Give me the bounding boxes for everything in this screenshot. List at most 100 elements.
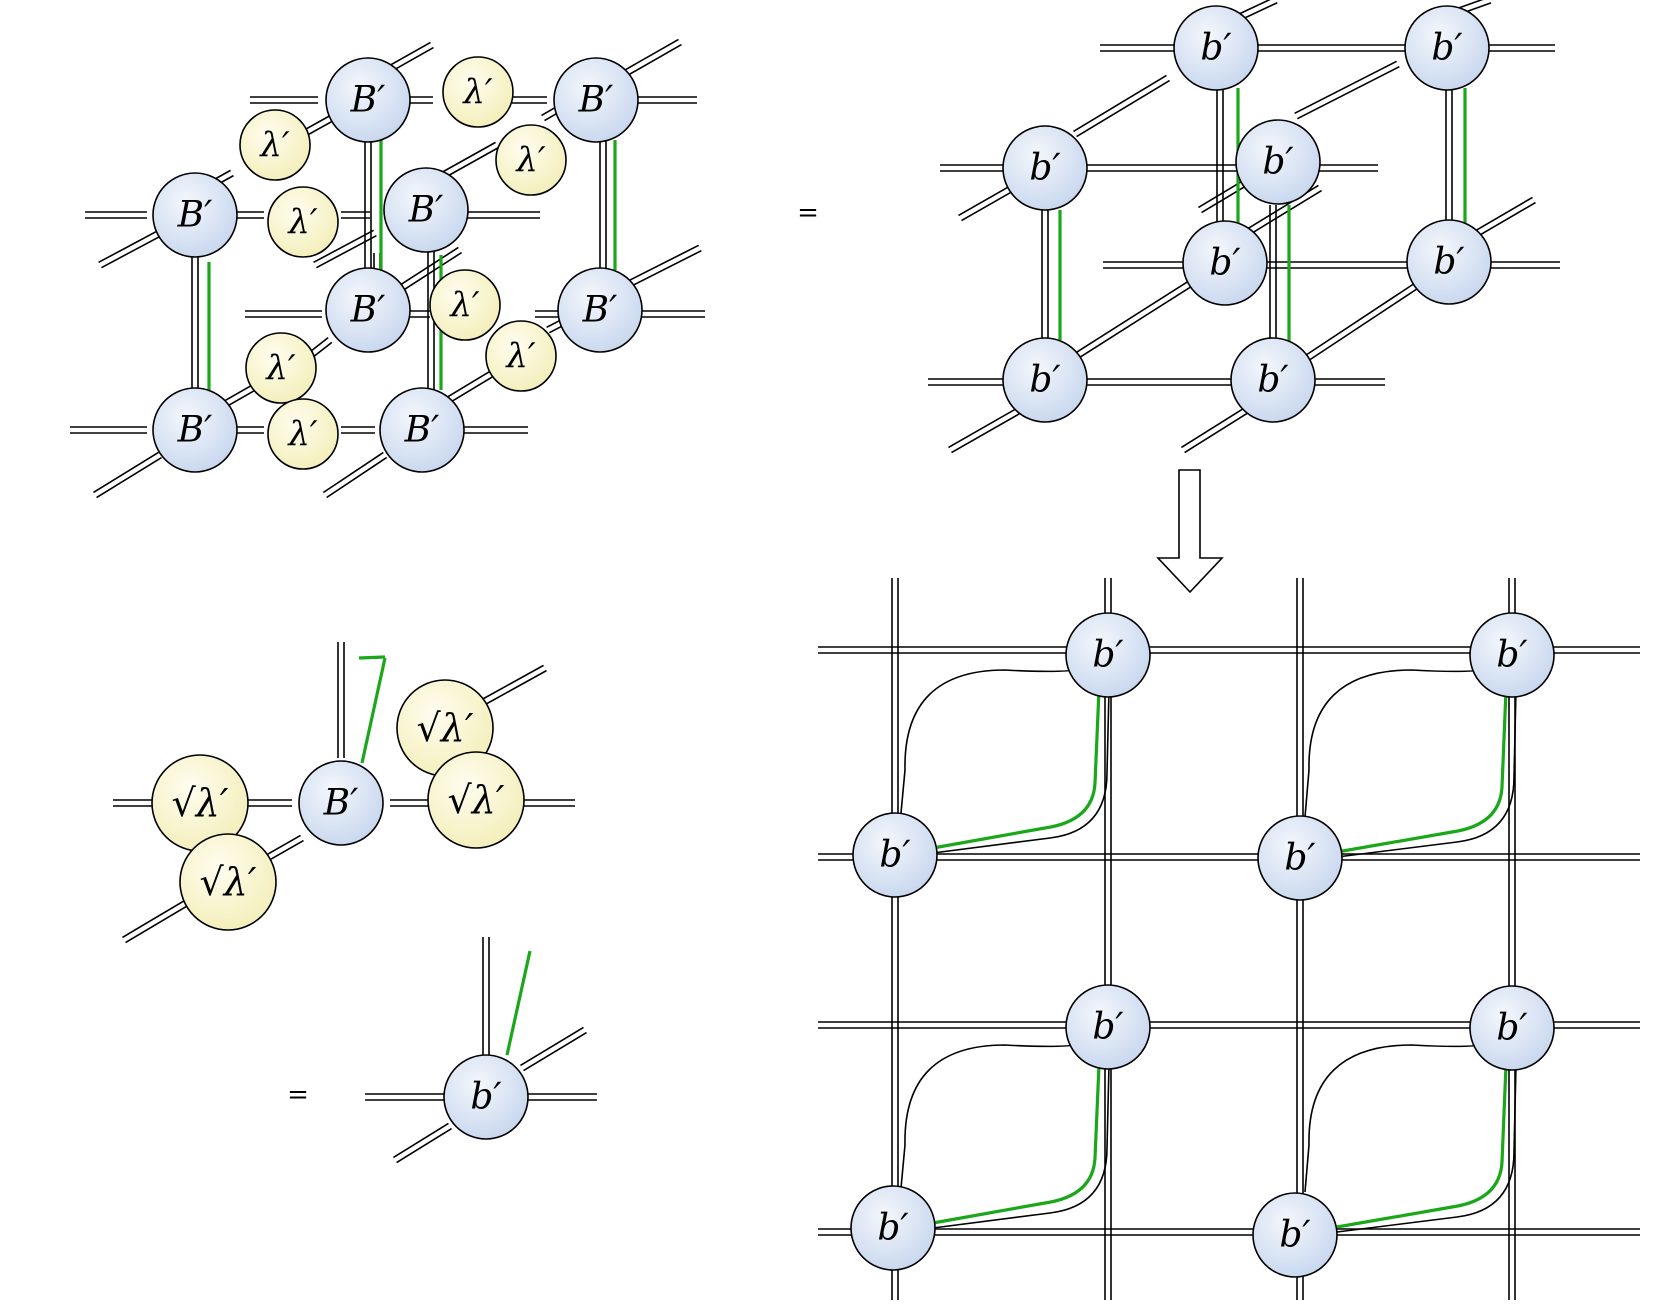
node-b-prime: b′ [1469,985,1555,1071]
node-lambda-prime-label: λ′ [258,125,290,165]
node-b-prime-label: b′ [1284,838,1315,879]
node-B-prime-label: B′ [582,290,618,331]
bond-line [96,456,162,499]
bond-line [1296,65,1400,120]
node-b-prime-label: b′ [1431,28,1462,69]
bond-line [1076,79,1170,138]
node-b-prime-circle [1469,612,1555,698]
node-b-prime: b′ [443,1054,529,1140]
node-b-prime: b′ [1065,984,1151,1070]
physical-leg [358,655,386,660]
node-b-prime-label: b′ [1262,142,1293,183]
node-lambda-prime: λ′ [267,186,339,258]
bond-line [932,689,1110,854]
node-b-prime: b′ [1406,219,1492,305]
physical-leg [360,657,387,764]
equals-sign-bottom: = [287,1080,309,1110]
node-b-prime-circle [1404,5,1490,91]
node-sqrt-lambda-prime: √λ′ [179,833,277,931]
node-lambda-prime: λ′ [429,269,501,341]
bond-line [1336,1064,1517,1233]
node-b-prime-label: b′ [1092,1007,1123,1048]
node-b-prime: b′ [1002,125,1088,211]
node-sqrt-lambda-prime-circle [427,751,525,849]
tensor-nodes: B′B′B′B′B′B′B′B′λ′λ′λ′λ′λ′λ′λ′λ′b′b′b′b′… [151,5,1555,1278]
node-lambda-prime-label: λ′ [286,202,318,242]
node-lambda-prime-circle [267,398,339,470]
node-sqrt-lambda-prime-label: √λ′ [200,860,257,904]
node-B-prime: B′ [379,387,465,473]
node-lambda-prime-label: λ′ [286,414,318,454]
physical-leg [932,1064,1101,1225]
node-b-prime-circle [1173,5,1259,91]
bond-line [478,664,544,703]
node-b-prime-circle [1182,220,1268,306]
bond-line [1071,281,1199,364]
node-lambda-prime: λ′ [442,56,514,128]
bond-line [396,1127,452,1164]
bond-line [1180,404,1249,449]
node-B-prime: B′ [383,167,469,253]
bond-line [1301,278,1421,359]
node-b-prime-circle [1002,337,1088,423]
node-B-prime-circle [553,57,639,143]
operators: = = [287,198,1224,1110]
node-b-prime-circle [443,1054,529,1140]
physical-leg [1336,1064,1508,1229]
bond-line [958,182,1015,217]
bond-line [322,451,384,494]
node-B-prime-circle [298,760,384,846]
node-b-prime: b′ [850,1185,936,1271]
bond-line [1294,60,1398,115]
node-b-prime-circle [1406,219,1492,305]
bond-line [948,406,1019,449]
node-lambda-prime-label: λ′ [264,348,296,388]
bond-line [122,898,187,939]
bond-line [520,1026,584,1067]
node-b-prime: b′ [1065,612,1151,698]
node-b-prime: b′ [1404,5,1490,91]
bond-line [523,1031,587,1072]
node-lambda-prime: λ′ [267,398,339,470]
node-b-prime-label: b′ [1433,242,1464,283]
bond-line [393,1122,449,1159]
physical-leg [505,950,532,1056]
node-lambda-prime-label: λ′ [448,285,480,325]
node-B-prime: B′ [553,57,639,143]
bond-line [1304,1036,1503,1193]
node-B-prime-label: B′ [404,410,440,451]
bond-line [98,229,159,264]
node-b-prime-label: b′ [1092,635,1123,676]
bond-line [951,411,1022,454]
physical-green-lines [207,88,1508,1229]
bond-line [1304,661,1503,818]
node-b-prime: b′ [1002,337,1088,423]
node-b-prime: b′ [1252,1192,1338,1278]
bond-line [1336,689,1517,858]
node-lambda-prime-circle [442,56,514,128]
node-b-prime-circle [1469,985,1555,1071]
node-B-prime: B′ [325,267,411,353]
node-b-prime-label: b′ [1029,360,1060,401]
node-b-prime-circle [1065,984,1151,1070]
bond-line [1305,283,1425,364]
node-lambda-prime: λ′ [495,124,567,196]
bond-line [399,251,463,294]
node-lambda-prime-circle [485,320,557,392]
node-lambda-prime-circle [239,109,311,181]
node-sqrt-lambda-prime-label: √λ′ [172,781,229,825]
node-B-prime-circle [557,267,643,353]
node-b-prime-label: b′ [1279,1215,1310,1256]
node-lambda-prime: λ′ [485,320,557,392]
bond-line [326,456,388,499]
bond-line [900,1036,1096,1189]
bond-line [900,661,1096,814]
node-b-prime: b′ [1257,815,1343,901]
node-B-prime-circle [152,172,238,258]
node-b-prime-label: b′ [1029,148,1060,189]
node-b-prime: b′ [1469,612,1555,698]
node-b-prime: b′ [1230,337,1316,423]
equals-sign-top: = [797,198,819,228]
node-b-prime-label: b′ [877,1208,908,1249]
bond-line [615,38,679,77]
